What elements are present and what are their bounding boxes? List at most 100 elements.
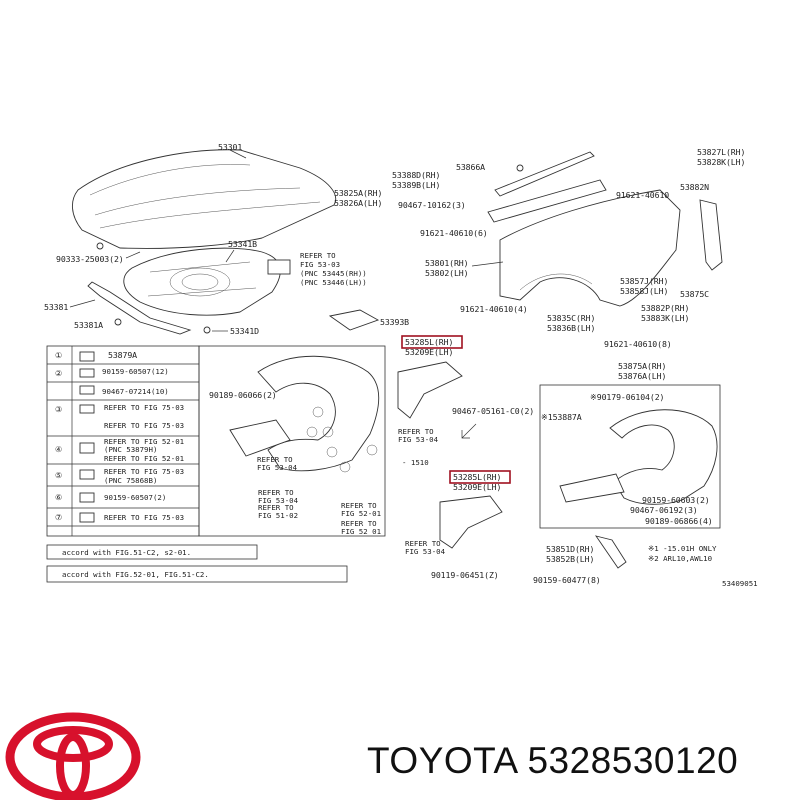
label-ref-a1: REFER TO — [257, 455, 293, 464]
clip-icon — [79, 368, 95, 378]
hood-seal-part — [87, 281, 192, 335]
fender-seal-strip-part — [494, 151, 595, 197]
legend-num-2: ② — [55, 368, 62, 378]
label-screw-91621-4: 91621-40610(4) — [460, 304, 528, 314]
label-dash-1510: - 1510 — [402, 458, 429, 467]
legend-code-9: REFER TO FIG 75-03 — [104, 467, 184, 476]
hood-part — [72, 149, 336, 249]
legend-code-6: REFER TO FIG 52-01 — [104, 437, 184, 446]
legend-table: ① 53879A ② 90159-60507(12) 90467-07214(1… — [46, 345, 200, 537]
clip-icon — [79, 469, 95, 480]
label-seal-53858j: 53858J(LH) — [620, 286, 668, 296]
label-clip-90189-06866: 90189-06866(4) — [645, 516, 713, 526]
label-cover-53393b: 53393B — [380, 317, 409, 327]
label-part-53285l-b: 53285L(RH) — [453, 472, 501, 482]
label-seal-53883k: 53883K(LH) — [641, 313, 689, 323]
label-clip-90333: 90333-25003(2) — [56, 254, 124, 264]
label-refer-low: REFER TO — [405, 539, 441, 548]
label-ref-e1: REFER TO — [258, 488, 294, 497]
part-53285l-b — [439, 495, 503, 549]
label-refer-mid-fig: FIG 53-04 — [398, 435, 439, 444]
right-fender-liner-part — [559, 409, 718, 505]
liner-panel-box — [198, 345, 386, 537]
toyota-logo — [5, 712, 141, 802]
label-liner-53875a: 53875A(RH) — [618, 361, 666, 371]
label-refer-pnc-lh: (PNC 53446(LH)) — [300, 278, 367, 287]
label-seal-53875c: 53875C — [680, 289, 709, 299]
brand-name: TOYOTA — [367, 740, 517, 781]
fender-panel-part — [487, 179, 607, 223]
right-liner-box — [539, 384, 721, 529]
label-ref-d2: FIG 52 01 — [341, 527, 381, 536]
label-refer-mid: REFER TO — [398, 427, 434, 436]
legend-note-box-1 — [46, 544, 258, 560]
legend-code-4: REFER TO FIG 75-03 — [104, 403, 184, 412]
cover-53393b-part — [328, 309, 380, 331]
legend-code-3: 90467-07214(10) — [102, 387, 169, 396]
label-clip-90467-06192: 90467-06192(3) — [630, 505, 698, 515]
label-seal-53857j: 53857J(RH) — [620, 276, 668, 286]
label-ref-e2: FIG 53-04 — [258, 496, 299, 505]
label-refer-top: REFER TO — [300, 251, 336, 260]
label-bracket-53882n: 53882N — [680, 182, 709, 192]
label-hood-seal: 53381 — [44, 302, 68, 312]
label-panel-53826a: 53826A(LH) — [334, 198, 382, 208]
label-ref-d1: REFER TO — [341, 519, 377, 528]
legend-note-1: accord with FIG.51-C2, s2-01. — [62, 548, 191, 557]
label-seal-53852b: 53852B(LH) — [546, 554, 594, 564]
label-ref-a2: FIG 53-04 — [257, 463, 298, 472]
highlight-part-number-a — [401, 335, 463, 349]
fender-part — [499, 189, 681, 307]
label-clip-90189-06066: 90189-06066(2) — [209, 390, 277, 400]
brand-part-number-caption: TOYOTA 5328530120 — [367, 740, 738, 782]
label-screw-91621-8: 91621-40610(8) — [604, 339, 672, 349]
label-hood-seal-bolt: 53381A — [74, 320, 103, 330]
legend-num-7: ⑦ — [55, 512, 62, 522]
label-footnote-2: ※2 ARL10,AWL10 — [648, 554, 712, 563]
legend-code-10: (PNC 75868B) — [104, 476, 157, 485]
label-ref-c2: FIG 51-02 — [258, 511, 298, 520]
label-clip-90467-05161: 90467-05161-C0(2) — [452, 406, 534, 416]
legend-num-4: ④ — [55, 444, 62, 454]
part-number: 5328530120 — [527, 740, 739, 781]
legend-code-1: 53879A — [108, 350, 137, 360]
label-seal-53835c: 53835C(RH) — [547, 313, 595, 323]
bracket-part — [699, 199, 723, 271]
legend-code-11: 90159-60507(2) — [104, 493, 166, 502]
label-hood: 53301 — [218, 142, 242, 152]
hood-insulator-part — [123, 247, 281, 316]
label-clip-90119-06451: 90119-06451(Z) — [431, 570, 499, 580]
label-ref-c1: REFER TO — [258, 503, 294, 512]
label-part-53209e-a: 53209E(LH) — [405, 347, 453, 357]
legend-num-1: ① — [55, 350, 62, 360]
legend-code-2: 90159-60507(12) — [102, 367, 169, 376]
legend-num-5: ⑤ — [55, 470, 62, 480]
seal-53851d-part — [594, 535, 627, 569]
legend-num-3: ③ — [55, 404, 62, 414]
label-refer-low-fig: FIG 53-04 — [405, 547, 446, 556]
label-panel-53825a: 53825A(RH) — [334, 188, 382, 198]
hood-lock-part — [267, 259, 291, 275]
label-part-53285l-a: 53285L(RH) — [405, 337, 453, 347]
label-clip-90179: ※90179-06104(2) — [590, 392, 664, 402]
label-seal-53388d: 53388D(RH) — [392, 170, 440, 180]
label-clip-90159-60603: 90159-60603(2) — [642, 495, 710, 505]
clip-icon — [79, 351, 95, 362]
label-clip-90159-60477: 90159-60477(8) — [533, 575, 601, 585]
highlight-part-number-b — [449, 470, 511, 484]
legend-note-2: accord with FIG.52-01, FIG.51-C2. — [62, 570, 209, 579]
label-bracket-53828k: 53828K(LH) — [697, 157, 745, 167]
clip-icon — [79, 385, 95, 395]
legend-code-7: (PNC 53879H) — [104, 445, 157, 454]
label-refer-top-fig: FIG 53-03 — [300, 260, 340, 269]
legend-num-6: ⑥ — [55, 492, 62, 502]
legend-code-12: REFER TO FIG 75-03 — [104, 513, 184, 522]
label-ref-b1: REFER TO — [341, 501, 377, 510]
label-hood-insulator: 53341B — [228, 239, 257, 249]
clip-icon — [79, 404, 95, 414]
legend-code-8: REFER TO FIG 52-01 — [104, 454, 184, 463]
label-seal-53882p: 53882P(RH) — [641, 303, 689, 313]
label-fender-lh: 53802(LH) — [425, 268, 468, 278]
label-ref-b2: FIG 52-01 — [341, 509, 381, 518]
